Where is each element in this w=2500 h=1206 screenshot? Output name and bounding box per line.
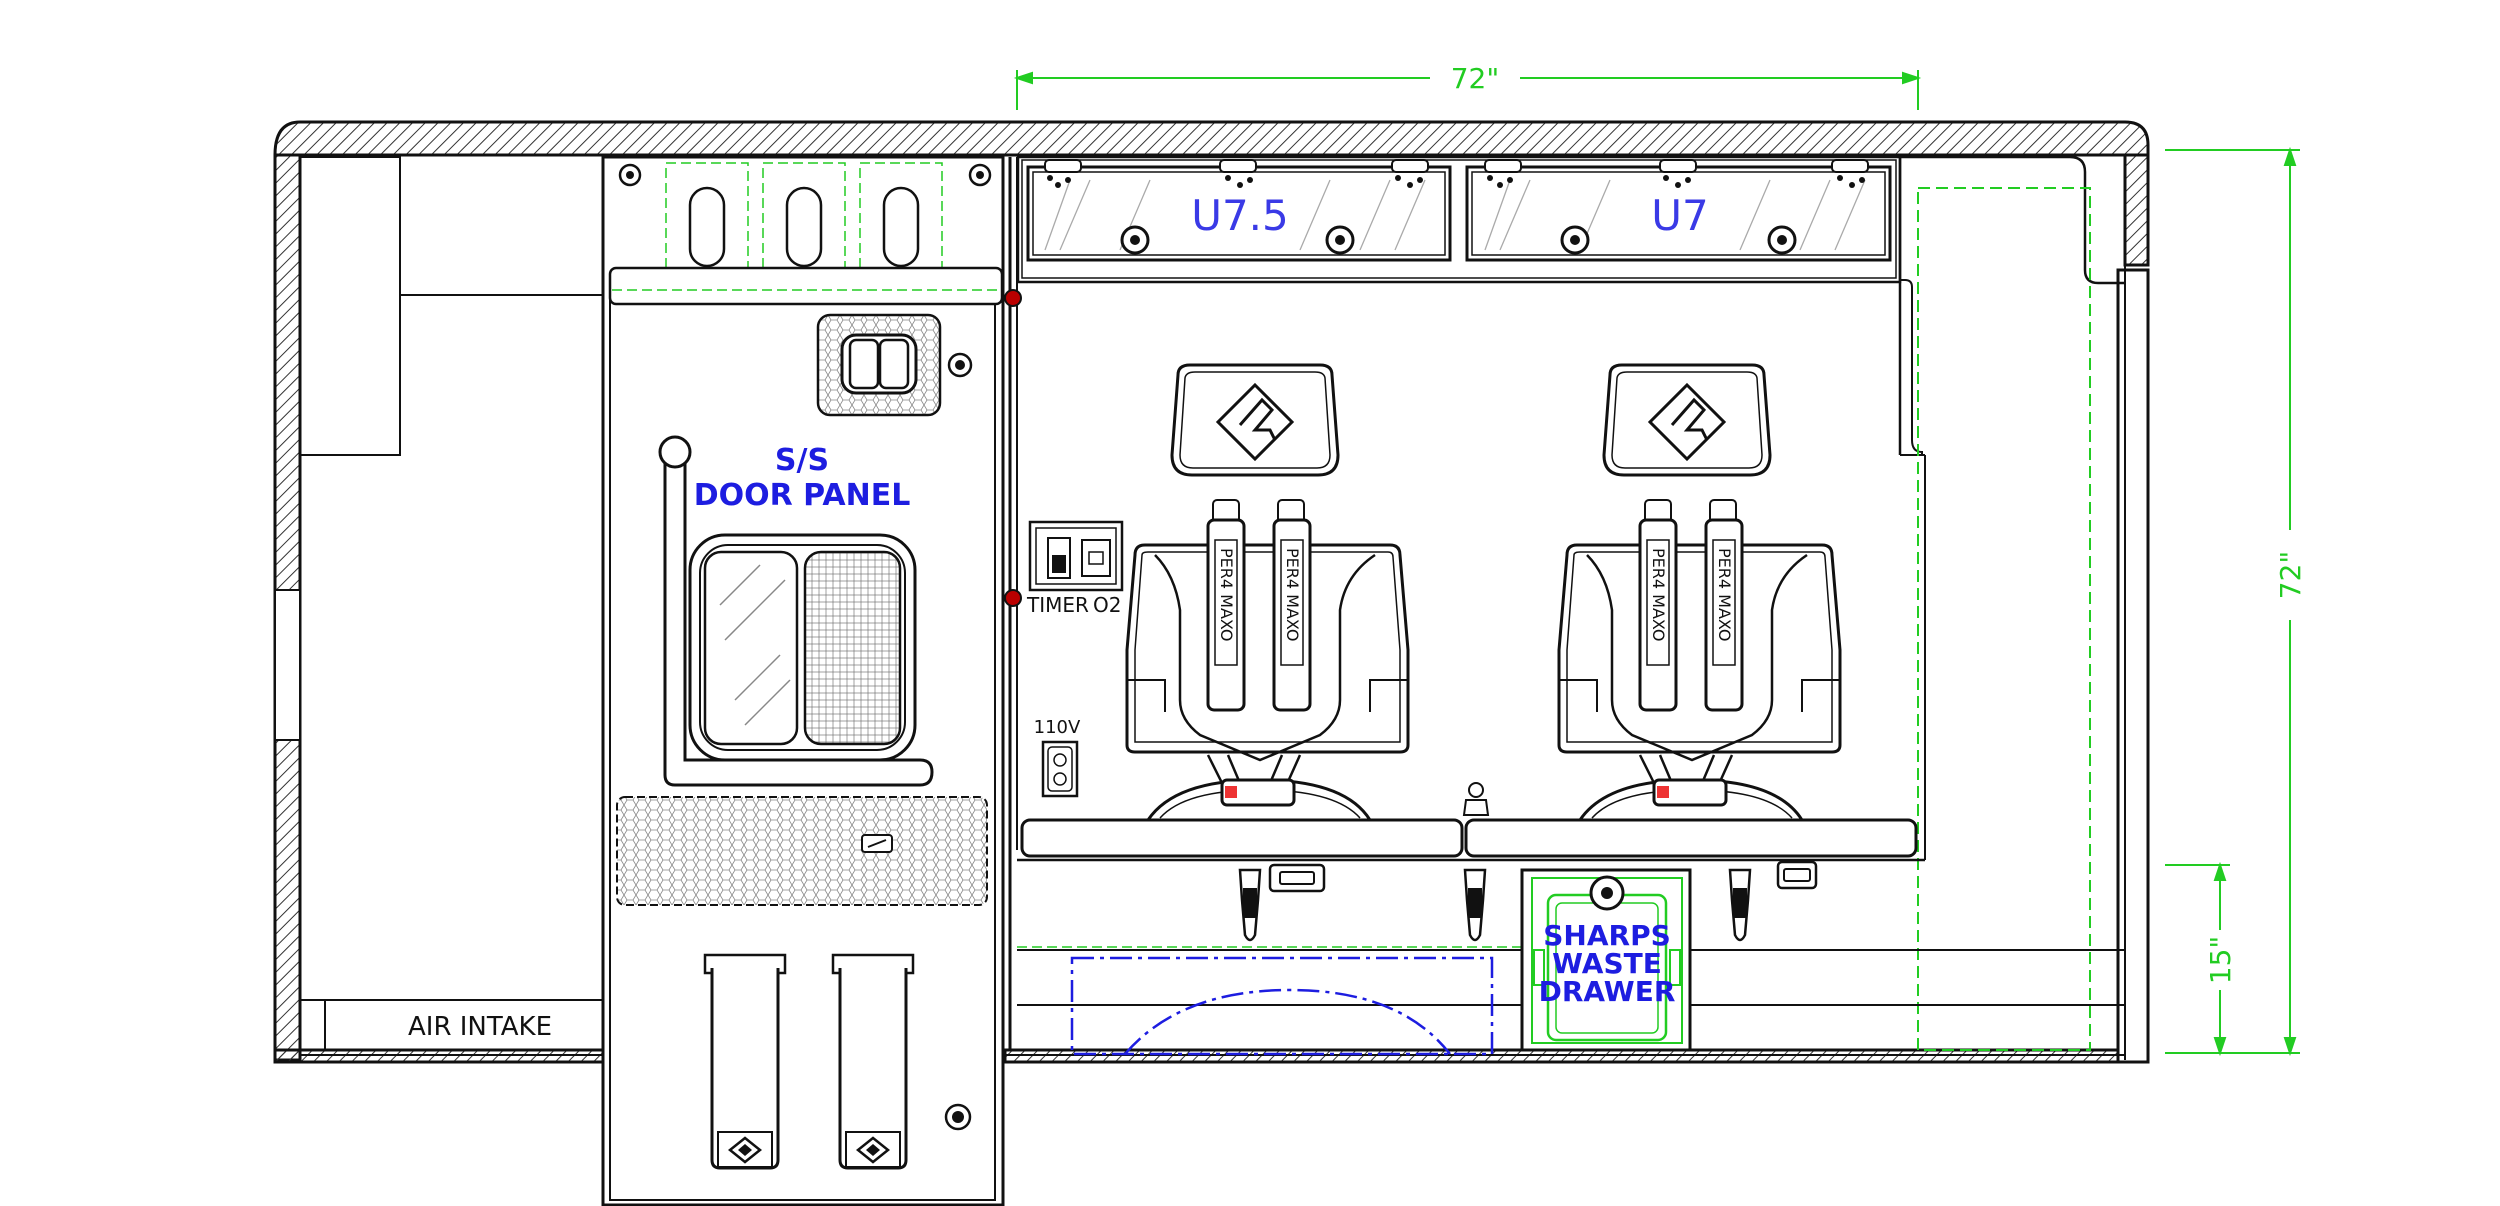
top-dimension-label: 72" [1451,62,1500,95]
belt-label: PER4 MAXO [1715,548,1734,641]
upper-left-cabinet [299,156,401,456]
cabinet-u7-label: U7 [1651,191,1708,240]
outlet-label: 110V [1034,717,1081,738]
belt-label: PER4 MAXO [1217,548,1236,641]
o2-label: O2 [1093,593,1121,617]
grab-rail [663,455,934,787]
right-wall [2123,153,2150,267]
brand-logo-icon [1215,382,1295,462]
air-intake-label: AIR INTAKE [408,1012,552,1042]
right-dimension-label: 72" [2274,551,2307,600]
brand-logo-icon [1647,382,1727,462]
shoulder-belt [1638,518,1678,712]
belt-label: PER4 MAXO [1649,548,1668,641]
dimension-top [1013,70,1922,110]
sharps-label-line2: WASTE [1552,947,1662,980]
door-panel: S/S DOOR PANEL [601,155,1005,1206]
belt-label: PER4 MAXO [1283,548,1302,641]
reflector-holder-right [831,953,915,1170]
shoulder-belt [1704,518,1744,712]
door-panel-subtitle: DOOR PANEL [694,478,911,513]
bench-latch [1728,860,1818,942]
bench-latch [1463,868,1487,942]
dimension-small [2165,861,2230,1057]
door-panel-title: S/S [775,443,829,478]
sharps-label-line3: DRAWER [1539,975,1676,1008]
timer-label: TIMER [1026,593,1089,617]
right-rear-post [2116,268,2150,1064]
dimension-right [2165,146,2300,1057]
top-wall [273,120,2150,157]
upper-cabinets: U7.5 U7 [1016,155,1902,284]
bench-latch [1238,863,1326,942]
vent-slot [785,186,823,268]
seat-left: PER4 MAXO PER4 MAXO [1125,363,1410,821]
reflector-holder-left [703,953,787,1170]
bench-seat [1017,818,2125,1056]
hex-vent-panel [616,796,988,906]
outlet-110v: 110V [1034,717,1081,798]
vent-slot [882,186,920,268]
small-dimension-label: 15" [2204,936,2237,985]
sharps-waste-drawer: SHARPS WASTE DRAWER [1520,868,1692,1052]
shoulder-belt [1272,518,1312,712]
sharps-label-line1: SHARPS [1543,919,1671,952]
buckle [1652,778,1728,807]
cabinet-u75-label: U7.5 [1191,191,1289,240]
vent-slot [688,186,726,268]
o2-timer-panel: TIMER O2 [1026,520,1124,617]
shoulder-belt [1206,518,1246,712]
buckle [1220,778,1296,807]
seat-right: PER4 MAXO PER4 MAXO [1557,363,1842,821]
latch-icon [1120,225,1797,255]
rear-cabinet [1898,155,2125,1051]
center-buckle [1462,782,1490,816]
